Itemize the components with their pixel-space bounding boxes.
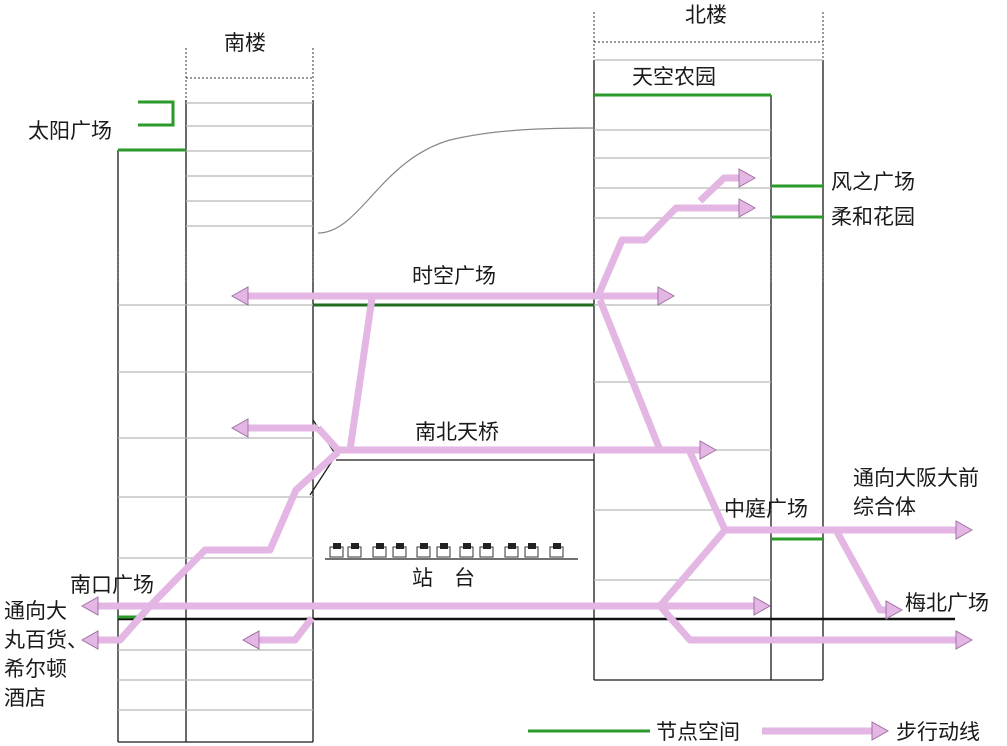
courtyard-plaza-label: 中庭广场 <box>724 497 808 521</box>
route-ground-lower-east <box>657 603 974 650</box>
train-car <box>549 543 564 558</box>
train-car <box>504 543 519 558</box>
route-courtyard-down <box>657 527 728 609</box>
route-plaza-to-bridge-south <box>346 297 376 451</box>
route-climb-upper <box>594 198 757 298</box>
train-car <box>372 543 387 558</box>
wind-plaza-label: 风之广场 <box>831 170 915 194</box>
umekita-plaza-label: 梅北广场 <box>905 591 989 615</box>
south-building-label: 南楼 <box>224 31 266 55</box>
legend-route-swatch <box>762 721 890 741</box>
route-ground-lower-west2 <box>241 615 315 650</box>
route-ground-lower-west <box>80 603 153 650</box>
train-car <box>524 543 539 558</box>
daimaru-label-4: 酒店 <box>4 686 46 710</box>
legend: 节点空间 步行动线 <box>528 720 980 744</box>
route-to-wind-plaza <box>697 168 757 204</box>
train-car <box>347 543 362 558</box>
node-spaces <box>118 93 823 619</box>
route-plaza-to-courtyard <box>596 298 664 452</box>
route-bridge-down <box>315 425 341 453</box>
station-roof-curve <box>317 127 595 234</box>
sky-farm-label: 天空农园 <box>632 65 716 89</box>
south-break-marks <box>117 252 314 282</box>
north-building <box>593 12 824 681</box>
route-courtyard-to-umekita <box>832 528 904 620</box>
route-time-space-west <box>230 286 598 306</box>
soft-garden-label: 柔和花园 <box>831 205 915 229</box>
daimaru-label-2: 丸百货、 <box>4 628 88 652</box>
south-floor-lines <box>118 102 313 711</box>
daimaru-label-1: 通向大 <box>4 599 67 623</box>
legend-route-label: 步行动线 <box>896 720 980 744</box>
walking-routes <box>80 168 974 650</box>
route-bridge-main <box>336 440 718 460</box>
north-building-label: 北楼 <box>685 3 727 27</box>
osaka-ekimae-label-2: 综合体 <box>853 495 916 519</box>
daimaru-label-3: 希尔顿 <box>4 657 67 681</box>
train-car <box>436 543 451 558</box>
node-sun-plaza-upper <box>138 100 175 127</box>
route-time-space-east <box>598 286 676 306</box>
route-bridge-to-courtyard <box>686 450 729 532</box>
legend-arrow-route <box>762 721 890 741</box>
train-car <box>459 543 474 558</box>
train-car <box>392 543 407 558</box>
north-break-marks <box>593 252 824 282</box>
legend-node-label: 节点空间 <box>656 720 740 744</box>
platform-trains <box>329 543 564 558</box>
time-space-plaza-label: 时空广场 <box>412 264 496 288</box>
route-courtyard-east <box>725 520 974 540</box>
route-bridge-west <box>230 418 318 438</box>
train-car <box>416 543 431 558</box>
route-bridge-to-south-exit <box>145 449 341 611</box>
sun-plaza-label: 太阳广场 <box>28 119 112 143</box>
train-car <box>479 543 494 558</box>
route-ground-east <box>140 596 772 616</box>
south-exit-plaza-label: 南口广场 <box>70 573 154 597</box>
north-floor-lines <box>594 129 771 581</box>
ns-bridge-label: 南北天桥 <box>415 420 499 444</box>
osaka-ekimae-label-1: 通向大阪大前 <box>853 466 979 490</box>
train-car <box>329 543 344 558</box>
platform-label: 站 台 <box>412 566 475 590</box>
